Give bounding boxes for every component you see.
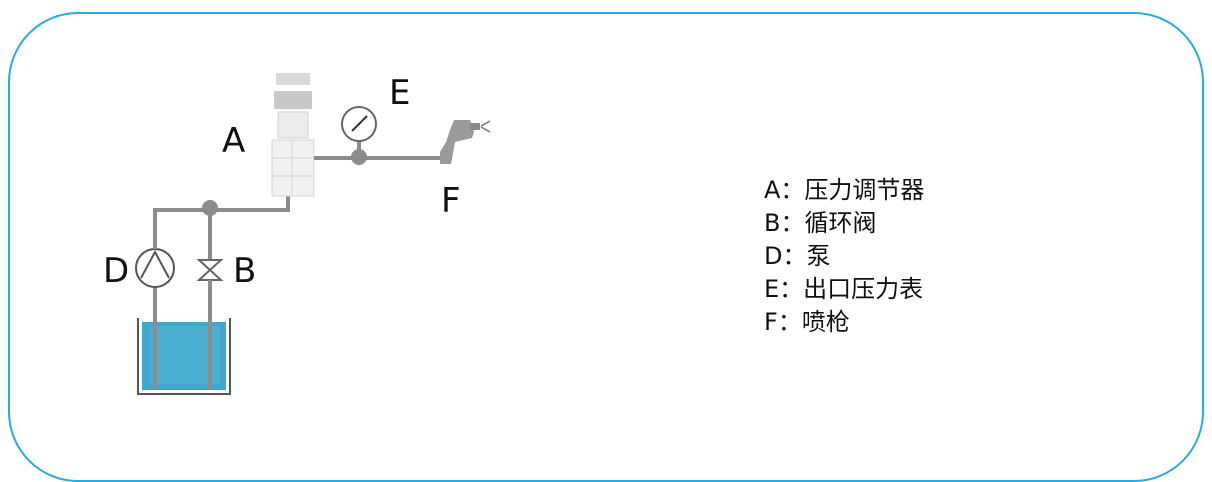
label-e: E bbox=[389, 73, 410, 113]
legend-item-d: D泵 bbox=[764, 240, 924, 273]
junction-node bbox=[202, 200, 218, 216]
gauge-node bbox=[351, 149, 367, 165]
label-a: A bbox=[222, 121, 245, 161]
pump-icon bbox=[135, 248, 175, 288]
legend-key: D bbox=[764, 242, 806, 270]
legend: A压力调节器 B循环阀 D泵 E出口压力表 F喷枪 bbox=[764, 174, 924, 339]
label-b: B bbox=[233, 251, 256, 291]
label-d: D bbox=[103, 251, 129, 291]
legend-item-a: A压力调节器 bbox=[764, 174, 924, 207]
legend-key: E bbox=[764, 275, 803, 303]
legend-item-b: B循环阀 bbox=[764, 207, 924, 240]
legend-key: A bbox=[764, 176, 804, 204]
legend-text: 压力调节器 bbox=[804, 176, 925, 204]
legend-text: 喷枪 bbox=[801, 308, 850, 336]
tank bbox=[137, 318, 231, 395]
spray-system-diagram: A B D E F bbox=[103, 73, 491, 395]
legend-key: B bbox=[764, 209, 804, 237]
legend-text: 泵 bbox=[806, 242, 831, 270]
pressure-gauge-icon bbox=[341, 106, 377, 142]
legend-text: 循环阀 bbox=[804, 209, 877, 237]
label-f: F bbox=[441, 181, 461, 221]
pressure-regulator-icon bbox=[271, 73, 315, 197]
legend-text: 出口压力表 bbox=[803, 275, 924, 303]
spray-gun-icon bbox=[440, 120, 491, 164]
legend-item-f: F喷枪 bbox=[764, 306, 924, 339]
legend-item-e: E出口压力表 bbox=[764, 273, 924, 306]
circulation-valve-icon bbox=[196, 259, 224, 281]
legend-key: F bbox=[764, 308, 802, 336]
